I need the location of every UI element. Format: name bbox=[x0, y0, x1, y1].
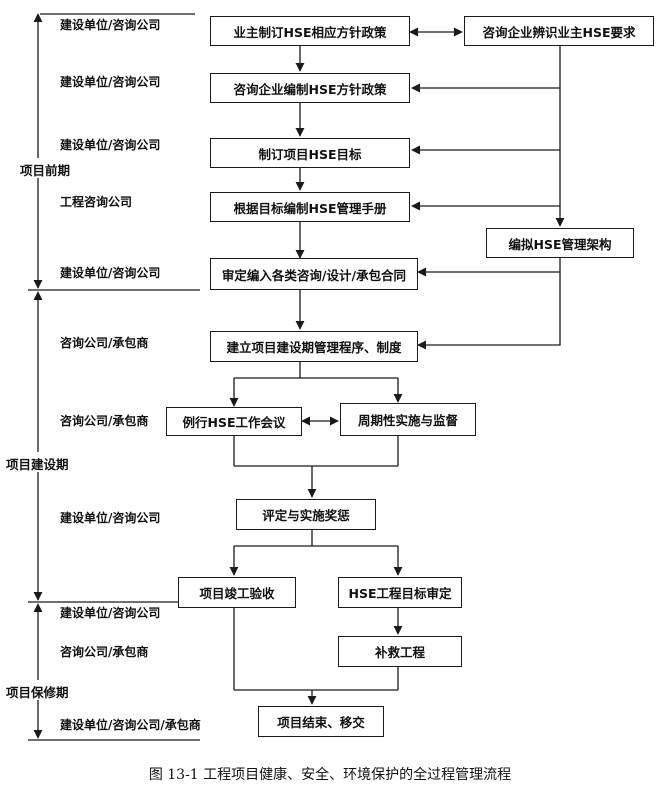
box-evaluate: 评定与实施奖惩 bbox=[236, 499, 376, 530]
box-handover: 项目结束、移交 bbox=[258, 706, 384, 737]
box-procedures: 建立项目建设期管理程序、制度 bbox=[210, 331, 418, 362]
box-manual: 根据目标编制HSE管理手册 bbox=[210, 192, 410, 222]
box-identify-requirements: 咨询企业辨识业主HSE要求 bbox=[464, 16, 654, 46]
box-owner-policy: 业主制订HSE相应方针政策 bbox=[210, 16, 410, 46]
box-org-structure: 编拟HSE管理架构 bbox=[486, 228, 634, 258]
phase-label-construction: 项目建设期 bbox=[6, 457, 69, 472]
box-meetings: 例行HSE工作会议 bbox=[166, 407, 302, 436]
box-review-contracts: 审定编入各类咨询/设计/承包合同 bbox=[210, 258, 418, 290]
role-label: 建设单位/咨询公司/承包商 bbox=[60, 718, 201, 732]
box-set-goals: 制订项目HSE目标 bbox=[210, 138, 410, 168]
box-remedial: 补救工程 bbox=[338, 636, 462, 667]
role-label: 咨询公司/承包商 bbox=[60, 645, 149, 659]
arrow-structure-procedures bbox=[417, 272, 561, 350]
phase-label-pre: 项目前期 bbox=[20, 163, 71, 178]
role-label: 建设单位/咨询公司 bbox=[60, 511, 161, 525]
box-periodic: 周期性实施与监督 bbox=[340, 403, 476, 436]
role-label: 咨询公司/承包商 bbox=[60, 336, 149, 350]
box-acceptance: 项目竣工验收 bbox=[178, 577, 296, 608]
arrow-structure-review bbox=[417, 258, 561, 277]
box-consult-policy: 咨询企业编制HSE方针政策 bbox=[210, 73, 410, 103]
role-label: 建设单位/咨询公司 bbox=[60, 75, 161, 89]
role-label: 咨询公司/承包商 bbox=[60, 414, 149, 428]
phase-label-warranty: 项目保修期 bbox=[6, 685, 69, 700]
figure-caption: 图 13-1 工程项目健康、安全、环境保护的全过程管理流程 bbox=[148, 767, 512, 783]
role-label: 建设单位/咨询公司 bbox=[60, 606, 161, 620]
role-label: 工程咨询公司 bbox=[60, 195, 133, 209]
role-label: 建设单位/咨询公司 bbox=[60, 18, 161, 32]
box-target-review: HSE工程目标审定 bbox=[338, 577, 462, 608]
role-label: 建设单位/咨询公司 bbox=[60, 138, 161, 152]
role-label: 建设单位/咨询公司 bbox=[60, 266, 161, 280]
